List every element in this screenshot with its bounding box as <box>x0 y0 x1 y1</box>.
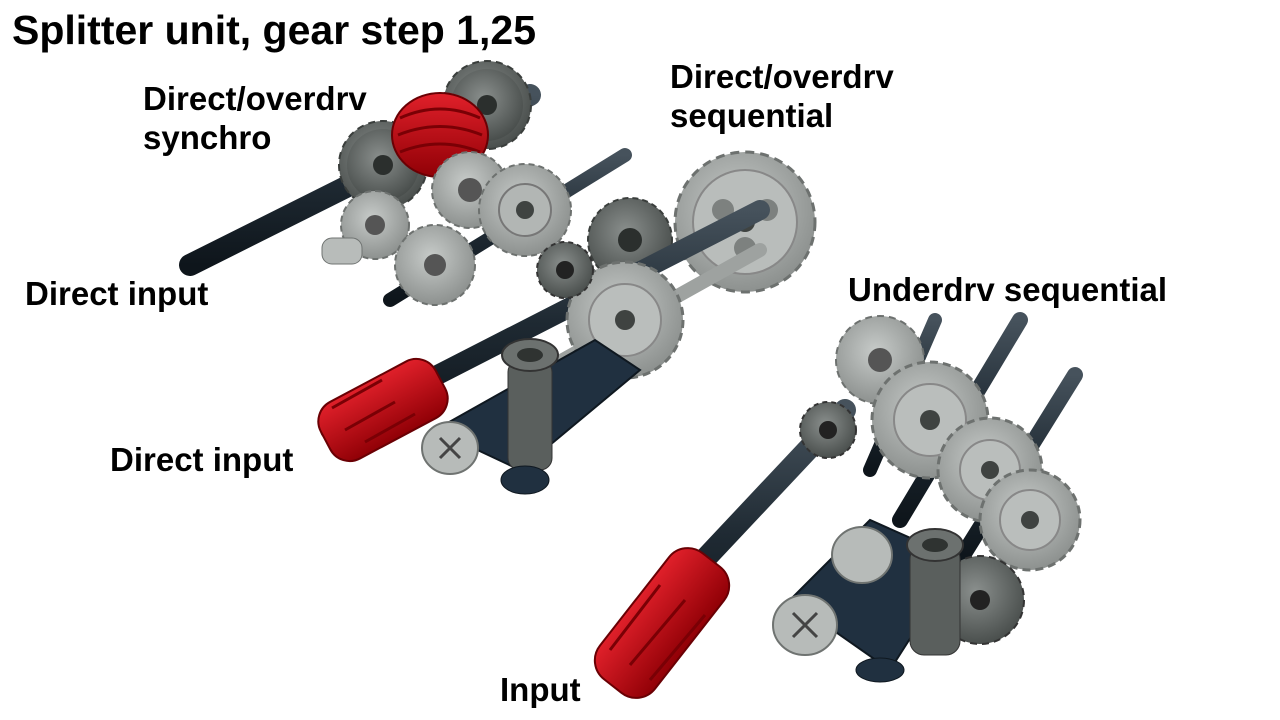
page-title: Splitter unit, gear step 1,25 <box>12 10 536 51</box>
input-coupler <box>585 538 739 707</box>
label-direct-input-lower: Direct input <box>110 443 293 476</box>
gear <box>395 225 475 305</box>
gear <box>800 402 856 458</box>
label-line: Direct/overdrv <box>143 82 367 115</box>
label-overdrive-sequential: Direct/overdrv sequential <box>670 60 894 132</box>
bracket <box>773 520 963 682</box>
label-line: sequential <box>670 99 894 132</box>
label-synchro: Direct/overdrv synchro <box>143 82 367 154</box>
gear <box>537 242 593 298</box>
gear <box>479 164 571 256</box>
label-input: Input <box>500 673 581 706</box>
shaft-stub <box>322 238 362 264</box>
label-direct-input-upper: Direct input <box>25 277 208 310</box>
label-line: synchro <box>143 121 367 154</box>
gear <box>980 470 1080 570</box>
label-line: Direct/overdrv <box>670 60 894 93</box>
lower-assembly <box>585 316 1080 708</box>
label-underdrive-sequential: Underdrv sequential <box>848 273 1167 306</box>
